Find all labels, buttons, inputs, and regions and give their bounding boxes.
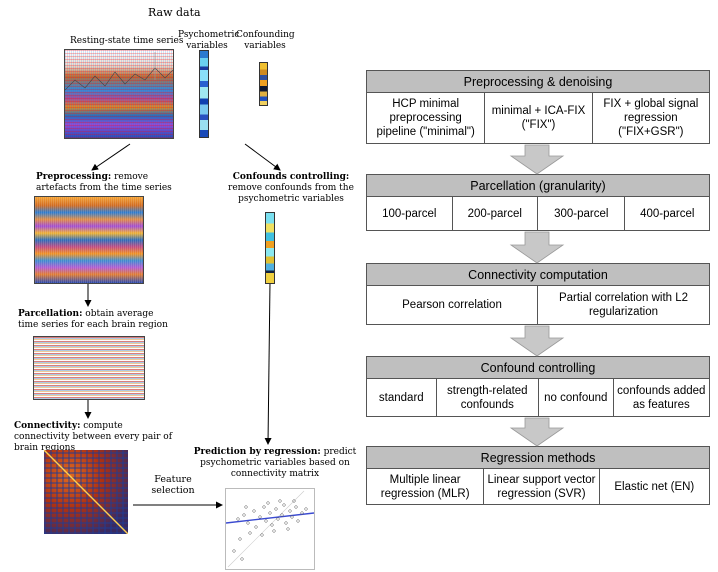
connectivity-option-partial: Partial correlation with L2 regularizati… <box>558 292 689 318</box>
parcellation-label-bold: Parcellation: <box>18 309 83 319</box>
parcellation-header: Parcellation (granularity) <box>366 174 710 197</box>
flow-arrow-2 <box>509 231 565 264</box>
psychometric-label: Psychometric variables <box>178 30 240 51</box>
parcellation-label-text: obtain average time series for each brai… <box>18 309 168 330</box>
parcellation-label: Parcellation: obtain average time series… <box>18 309 168 331</box>
preproc-option-minimal: HCP minimal preprocessing pipeline ("min… <box>367 93 486 143</box>
regression-option-en: Elastic net (EN) <box>614 480 695 493</box>
flow-arrow-4 <box>509 417 565 447</box>
confound-option-strength: strength-related confounds <box>437 379 539 416</box>
confound-header: Confound controlling <box>366 356 710 379</box>
timeseries-label: Resting-state time series <box>70 36 184 46</box>
preproc-option-fix: minimal + ICA-FIX ("FIX") <box>485 93 593 143</box>
confound-option-standard: standard <box>367 379 437 416</box>
confounds-controlling-label-text: remove confounds from the psychometric v… <box>228 183 354 204</box>
prediction-scatter-plot <box>225 488 315 570</box>
preprocessing-header: Preprocessing & denoising <box>366 70 710 93</box>
connectivity-header: Connectivity computation <box>366 263 710 286</box>
preprocessed-timeseries-image <box>34 196 144 284</box>
parcellation-option-100: 100-parcel <box>367 197 453 230</box>
confound-options-row: standard strength-related confounds no c… <box>366 379 710 417</box>
connectivity-label: Connectivity: compute connectivity betwe… <box>14 421 174 454</box>
flow-arrow-1 <box>509 144 565 175</box>
preprocessing-label-bold: Preprocessing: <box>36 172 112 182</box>
confound-option-features: confounds added as features <box>617 384 706 411</box>
raw-data-title: Raw data <box>148 6 201 19</box>
regression-option-svr: Linear support vector regression (SVR) <box>484 469 600 504</box>
connectivity-options-row: Pearson correlation Partial correlation … <box>366 286 710 325</box>
parcellation-option-300: 300-parcel <box>538 197 626 230</box>
parcellation-option-400: 400-parcel <box>640 207 695 220</box>
parcellated-timeseries-image <box>33 336 145 400</box>
prediction-label: Prediction by regression: predict psycho… <box>190 447 360 480</box>
confounding-bar <box>259 62 268 106</box>
confounds-controlling-label: Confounds controlling: remove confounds … <box>216 172 366 205</box>
preprocessing-options-row: HCP minimal preprocessing pipeline ("min… <box>366 93 710 144</box>
parcellation-option-200: 200-parcel <box>453 197 538 230</box>
confounding-label: Confounding variables <box>236 30 295 51</box>
connectivity-matrix-image <box>44 450 128 534</box>
flow-arrow-3 <box>509 325 565 357</box>
psychometric-bar <box>199 50 209 138</box>
confounds-controlling-label-bold: Confounds controlling: <box>232 172 350 182</box>
preproc-option-fix-gsr: FIX + global signal regression ("FIX+GSR… <box>603 98 699 138</box>
feature-selection-label: Feature selection <box>151 474 195 496</box>
confound-option-none: no confound <box>539 379 614 416</box>
regression-option-mlr: Multiple linear regression (MLR) <box>367 469 485 504</box>
raw-timeseries-image <box>64 49 174 139</box>
parcellation-options-row: 100-parcel 200-parcel 300-parcel 400-par… <box>366 197 710 231</box>
preprocessing-label: Preprocessing: remove artefacts from the… <box>36 172 186 194</box>
preprocessing-label-text: remove artefacts from the time series <box>36 172 172 193</box>
connectivity-option-pearson: Pearson correlation <box>367 286 538 324</box>
regression-options-row: Multiple linear regression (MLR) Linear … <box>366 469 710 505</box>
connectivity-label-bold: Connectivity: <box>14 421 81 431</box>
prediction-label-bold: Prediction by regression: <box>193 447 321 457</box>
controlled-psychometric-bar <box>265 212 275 284</box>
prediction-label-text: predict psychometric variables based on … <box>200 447 357 479</box>
connectivity-label-text: compute connectivity between every pair … <box>14 421 173 453</box>
scatter-svg <box>226 490 314 568</box>
regression-header: Regression methods <box>366 446 710 469</box>
